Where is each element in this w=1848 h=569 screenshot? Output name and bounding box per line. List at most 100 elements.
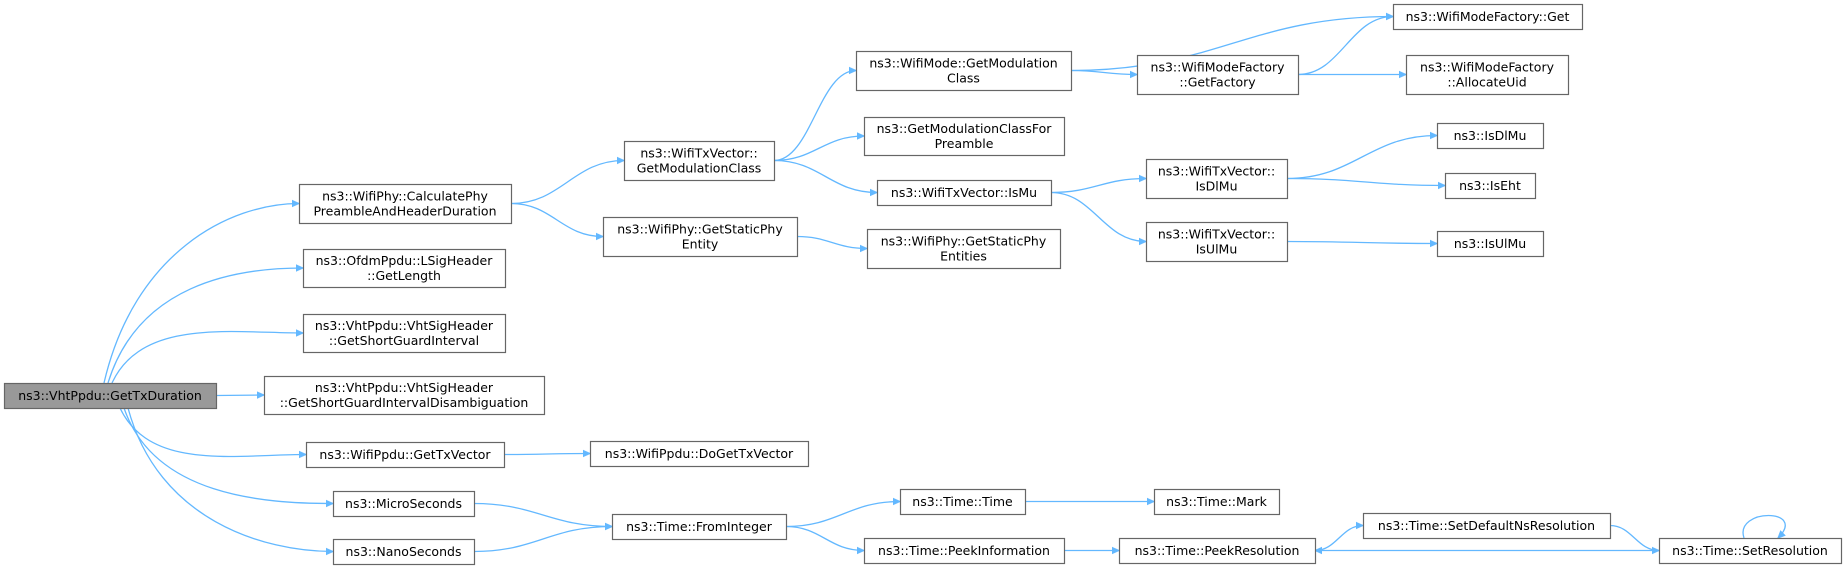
- node-label: ns3::OfdmPpdu::LSigHeader: [316, 253, 494, 268]
- node-isdlmu[interactable]: ns3::IsDlMu: [1436, 122, 1545, 150]
- edge-peekres-to-setdefaultns: [1314, 526, 1363, 552]
- edge-txvecisdlmu-to-iseht: [1286, 177, 1445, 186]
- node-box: [1444, 172, 1537, 200]
- node-label: ::GetFactory: [1179, 75, 1256, 90]
- edge-gettxduration-to-shortgidisamb: [215, 395, 264, 396]
- edge-gettxduration-to-microseconds: [123, 407, 333, 504]
- node-frominteger[interactable]: ns3::Time::FromInteger: [611, 513, 788, 541]
- node-factoryget[interactable]: ns3::WifiModeFactory::Get: [1392, 3, 1584, 31]
- node-box: [611, 513, 788, 541]
- node-label: PreambleAndHeaderDuration: [313, 204, 496, 219]
- node-box: [1145, 221, 1289, 263]
- node-box: [863, 116, 1066, 157]
- node-label: ns3::MicroSeconds: [345, 496, 462, 511]
- node-shortgi[interactable]: ns3::VhtPpdu::VhtSigHeader::GetShortGuar…: [302, 313, 507, 354]
- node-label: ns3::Time::PeekResolution: [1135, 543, 1300, 558]
- node-box: [302, 313, 507, 354]
- node-box: [3, 382, 218, 410]
- edge-txvecgetmod-to-modegetmod: [773, 71, 856, 162]
- node-label: ns3::Time::Mark: [1166, 494, 1267, 509]
- node-label: ns3::IsDlMu: [1454, 128, 1527, 143]
- edge-gettxduration-to-lsiglength: [107, 268, 303, 384]
- node-label: ns3::WifiPpdu::DoGetTxVector: [605, 446, 794, 461]
- node-label: ::GetShortGuardInterval: [329, 333, 479, 348]
- node-label: ns3::Time::Time: [912, 494, 1013, 509]
- node-box: [589, 440, 810, 468]
- node-label: Entity: [682, 237, 719, 252]
- node-label: ::GetLength: [367, 268, 441, 283]
- node-box: [302, 248, 507, 289]
- node-label: ns3::Time::PeekInformation: [878, 543, 1050, 558]
- edge-frominteger-to-timetime: [785, 502, 900, 528]
- node-label: ns3::Time::SetResolution: [1672, 543, 1828, 558]
- node-box: [305, 441, 506, 469]
- edge-microseconds-to-frominteger: [473, 502, 612, 527]
- node-txvecisdlmu[interactable]: ns3::WifiTxVector::IsDlMu: [1145, 158, 1289, 200]
- node-box: [332, 538, 476, 566]
- node-peekinfo[interactable]: ns3::Time::PeekInformation: [863, 537, 1066, 565]
- node-box: [1392, 3, 1584, 31]
- node-label: ns3::WifiTxVector::: [640, 146, 757, 161]
- node-timetime[interactable]: ns3::Time::Time: [899, 488, 1027, 516]
- node-box: [899, 488, 1027, 516]
- nodes: ns3::VhtPpdu::GetTxDuration ns3::WifiPhy:…: [3, 3, 1843, 566]
- node-label: ns3::IsEht: [1459, 178, 1521, 193]
- node-label: ns3::WifiTxVector::: [1158, 227, 1275, 242]
- node-txvecgetmod[interactable]: ns3::WifiTxVector::GetModulationClass: [623, 140, 776, 182]
- node-iseht[interactable]: ns3::IsEht: [1444, 172, 1537, 200]
- node-box: [1405, 54, 1570, 96]
- node-setdefaultns[interactable]: ns3::Time::SetDefaultNsResolution: [1362, 512, 1612, 540]
- node-dogettxvector[interactable]: ns3::WifiPpdu::DoGetTxVector: [589, 440, 810, 468]
- node-label: ns3::WifiTxVector::: [1158, 164, 1275, 179]
- node-label: ns3::WifiMode::GetModulation: [869, 56, 1057, 71]
- node-isulmu[interactable]: ns3::IsUlMu: [1436, 230, 1545, 258]
- node-label: GetModulationClass: [637, 161, 762, 176]
- edge-setdefaultns-to-setres: [1609, 524, 1659, 551]
- node-label: ns3::WifiPhy::GetStaticPhy: [881, 234, 1047, 249]
- edge-modegetmod-to-getfactory: [1070, 69, 1137, 75]
- edge-calcphy-to-getstaticphyentity: [510, 202, 603, 237]
- edge-setres-to-setres: [1742, 514, 1785, 539]
- edges: [103, 17, 1785, 552]
- node-box: [855, 50, 1073, 92]
- node-label: ns3::WifiModeFactory: [1420, 60, 1555, 75]
- node-setres[interactable]: ns3::Time::SetResolution: [1658, 537, 1843, 565]
- node-box: [332, 490, 476, 518]
- node-shortgidisamb[interactable]: ns3::VhtPpdu::VhtSigHeader::GetShortGuar…: [263, 375, 546, 416]
- node-label: ::AllocateUid: [1447, 75, 1526, 90]
- node-label: ns3::WifiTxVector::IsMu: [891, 185, 1037, 200]
- node-nanoseconds[interactable]: ns3::NanoSeconds: [332, 538, 476, 566]
- node-gettxduration[interactable]: ns3::VhtPpdu::GetTxDuration: [3, 382, 218, 410]
- node-lsiglength[interactable]: ns3::OfdmPpdu::LSigHeader::GetLength: [302, 248, 507, 289]
- node-timemark[interactable]: ns3::Time::Mark: [1153, 488, 1281, 516]
- node-calcphy[interactable]: ns3::WifiPhy::CalculatePhyPreambleAndHea…: [298, 183, 513, 225]
- node-label: ns3::WifiPhy::CalculatePhy: [322, 189, 488, 204]
- node-box: [1362, 512, 1612, 540]
- node-label: ns3::NanoSeconds: [346, 544, 462, 559]
- node-label: Preamble: [935, 136, 994, 151]
- edge-txvecgetmod-to-txvecismu: [773, 159, 877, 193]
- node-peekres[interactable]: ns3::Time::PeekResolution: [1118, 537, 1317, 565]
- node-gettxvector[interactable]: ns3::WifiPpdu::GetTxVector: [305, 441, 506, 469]
- node-box: [863, 537, 1066, 565]
- node-allocateuid[interactable]: ns3::WifiModeFactory::AllocateUid: [1405, 54, 1570, 96]
- node-label: ns3::VhtPpdu::VhtSigHeader: [315, 318, 494, 333]
- node-txvecismu[interactable]: ns3::WifiTxVector::IsMu: [876, 179, 1053, 207]
- node-txvecisulmu[interactable]: ns3::WifiTxVector::IsUlMu: [1145, 221, 1289, 263]
- node-getfactory[interactable]: ns3::WifiModeFactory::GetFactory: [1136, 54, 1300, 96]
- node-microseconds[interactable]: ns3::MicroSeconds: [332, 490, 476, 518]
- edge-gettxduration-to-calcphy: [103, 204, 299, 384]
- edge-modegetmod-to-factoryget: [1070, 17, 1393, 72]
- node-label: ns3::IsUlMu: [1454, 236, 1526, 251]
- edge-gettxvector-to-dogettxvector: [503, 454, 590, 455]
- node-box: [876, 179, 1053, 207]
- node-box: [1136, 54, 1300, 96]
- node-box: [298, 183, 513, 225]
- node-modegetmod[interactable]: ns3::WifiMode::GetModulationClass: [855, 50, 1073, 92]
- node-label: IsUlMu: [1196, 242, 1238, 257]
- node-label: ns3::WifiModeFactory::Get: [1406, 9, 1570, 24]
